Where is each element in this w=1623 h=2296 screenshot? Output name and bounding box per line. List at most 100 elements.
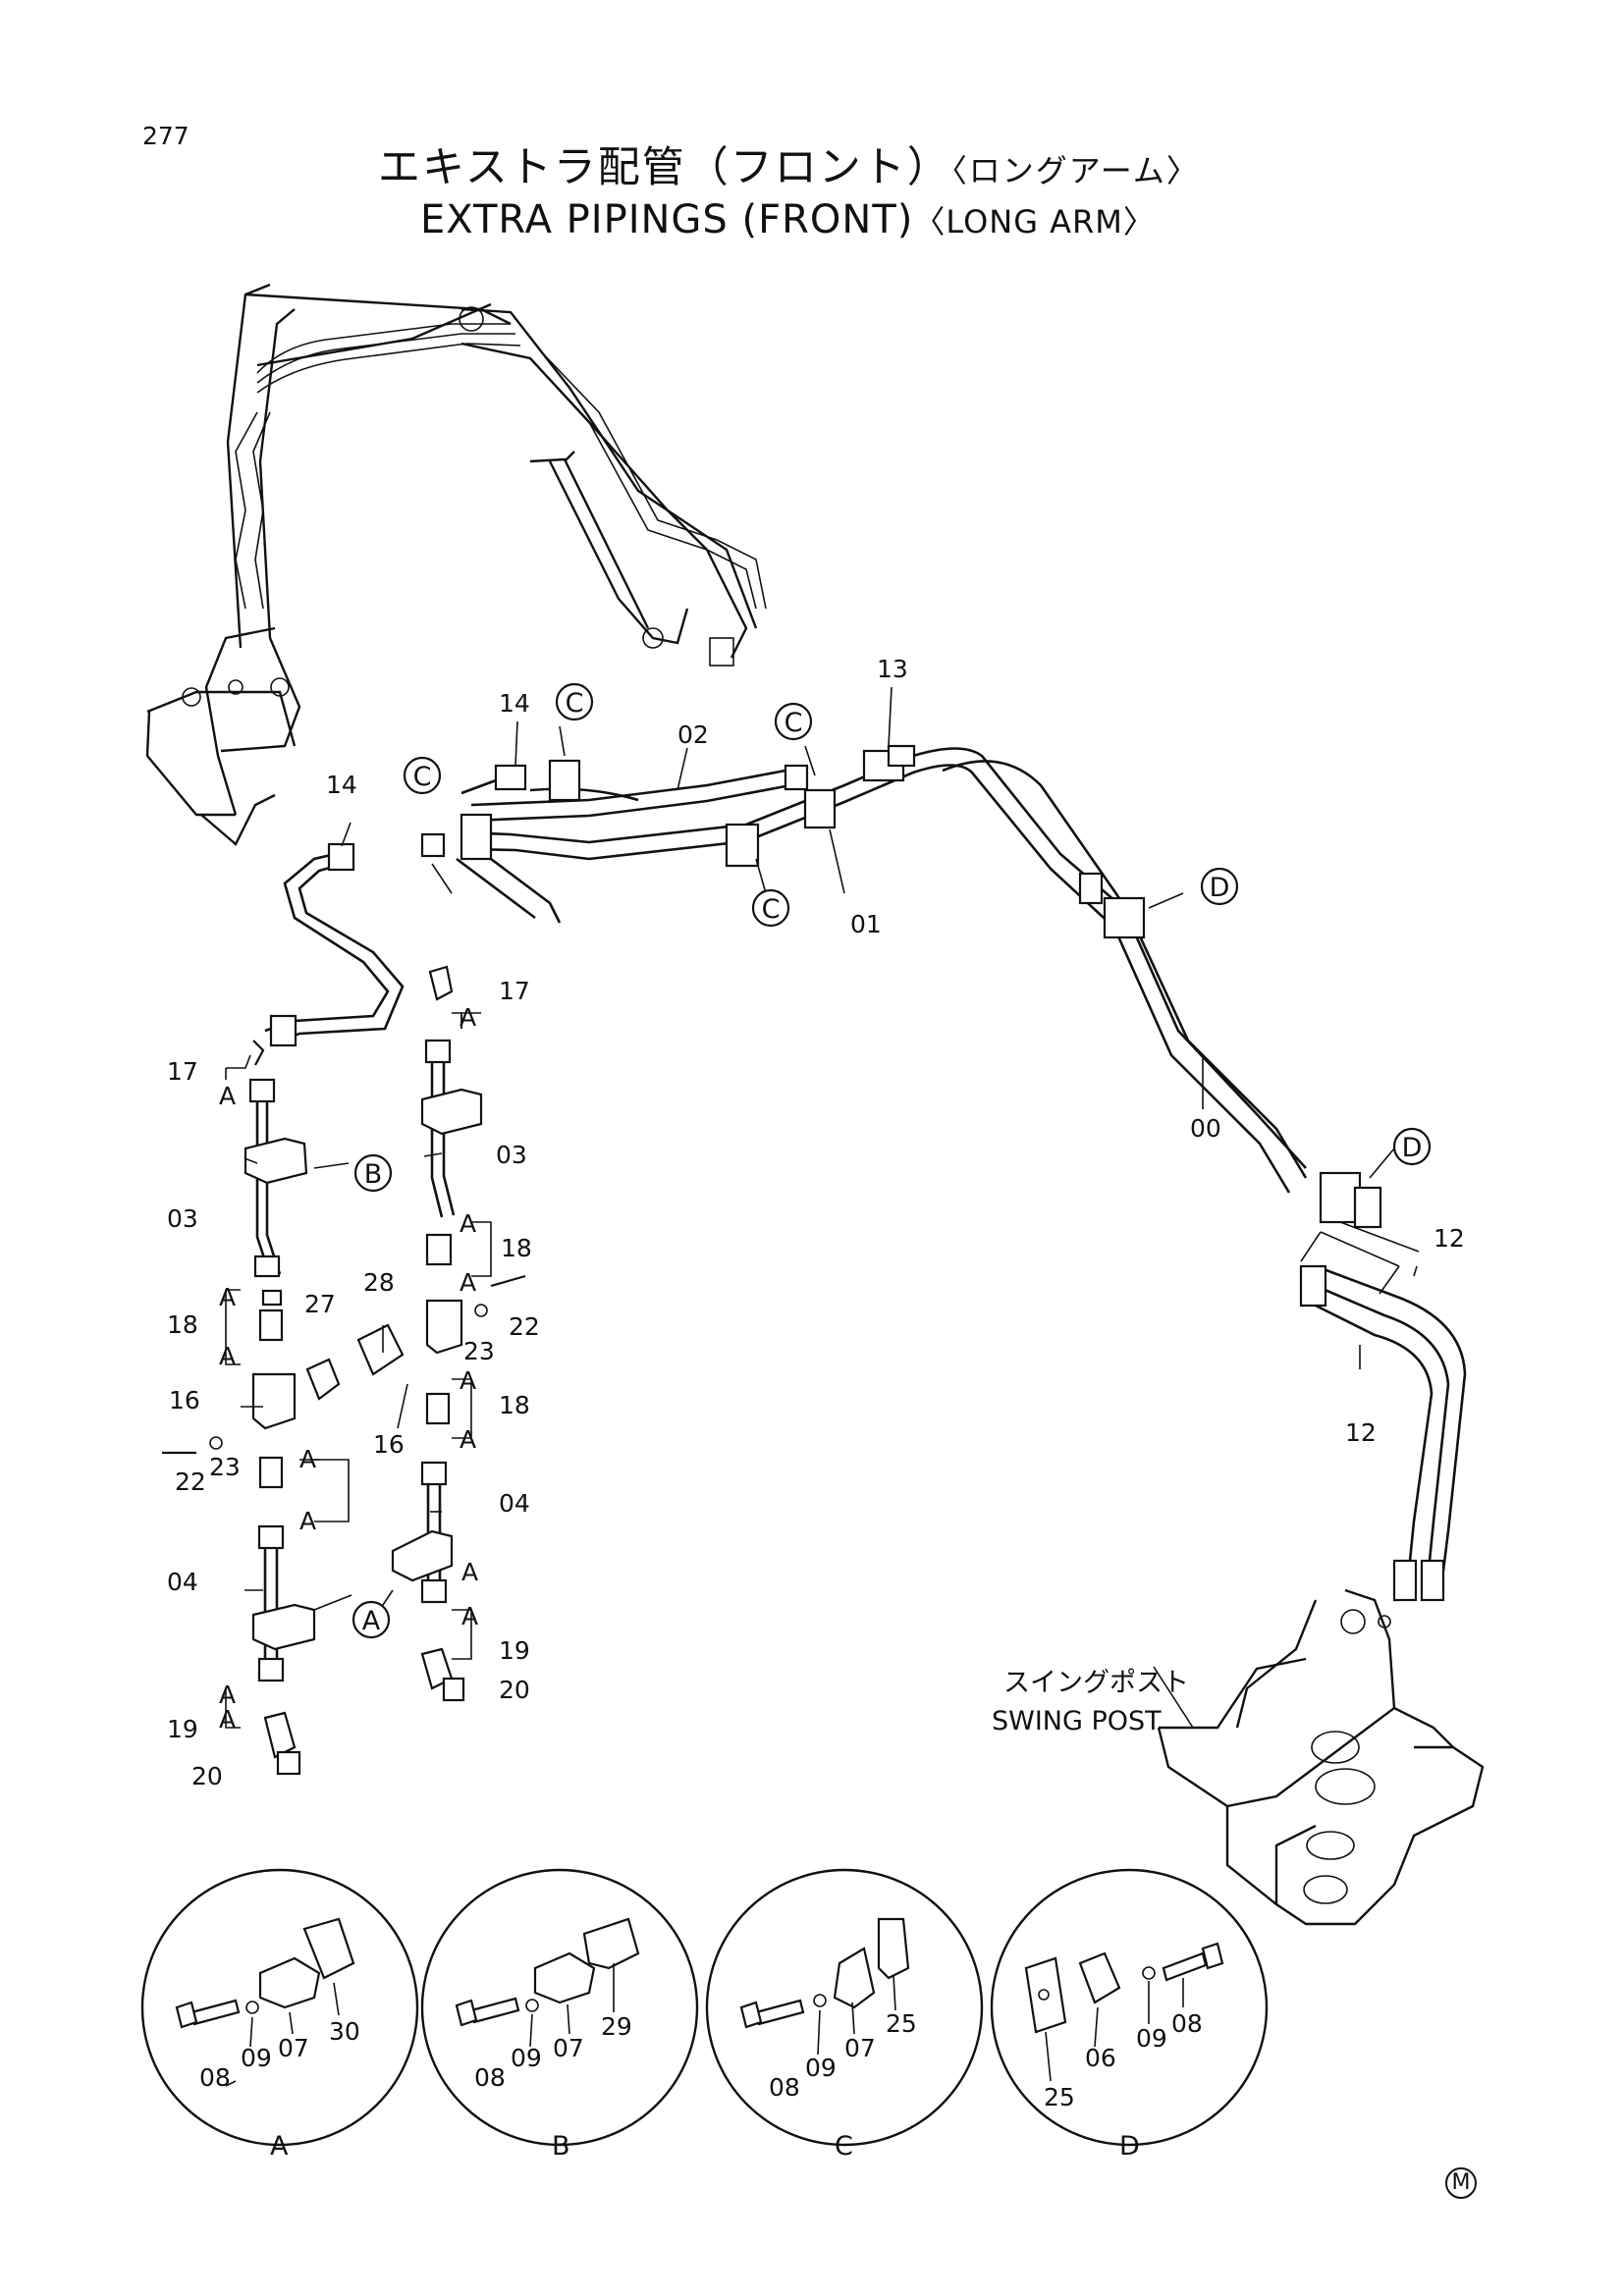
part-label: 22	[175, 1468, 206, 1496]
detail-a-letter: A	[270, 2131, 289, 2162]
part-label: 27	[304, 1290, 336, 1318]
detail-d-part: 25	[1044, 2083, 1075, 2111]
a-tag: A	[219, 1283, 236, 1311]
part-label: 17	[167, 1057, 198, 1086]
a-tag: A	[219, 1681, 236, 1709]
part-label: 02	[677, 721, 709, 749]
part-label: 14	[326, 771, 357, 799]
part-label: 13	[877, 655, 908, 683]
excavator-front-illustration	[145, 283, 767, 846]
detail-d-part: 09	[1136, 2024, 1167, 2053]
detail-d-letter: D	[1119, 2131, 1140, 2162]
title-en-sub: 〈LONG ARM〉	[913, 203, 1156, 240]
detail-a-part: 30	[329, 2017, 360, 2046]
part-label: 03	[496, 1141, 527, 1169]
detail-b-part: 29	[601, 2012, 632, 2041]
part-label: 04	[499, 1489, 530, 1518]
callout-a-1: A	[352, 1600, 391, 1639]
detail-d-part: 06	[1085, 2044, 1116, 2072]
detail-a-part: 07	[278, 2034, 309, 2062]
a-tag: A	[219, 1342, 236, 1370]
detail-b-part: 07	[553, 2034, 584, 2062]
part-label: 12	[1345, 1418, 1377, 1447]
swing-post-label-en: SWING POST	[992, 1706, 1162, 1736]
a-tag: A	[460, 1003, 476, 1032]
detail-circle-c: 08 09 07 25 C	[705, 1868, 984, 2162]
detail-c-part: 08	[769, 2073, 800, 2102]
detail-a-part: 08	[199, 2063, 231, 2092]
title-jp-main: エキストラ配管（フロント）	[378, 143, 951, 192]
a-tag: A	[460, 1425, 476, 1454]
detail-circle-b: 08 09 07 29 B	[420, 1868, 699, 2162]
part-label: 03	[167, 1204, 198, 1233]
detail-d-part: 08	[1171, 2009, 1203, 2038]
part-label: 18	[499, 1391, 530, 1419]
left-pipe-stack	[162, 1040, 341, 1776]
a-tag: A	[299, 1445, 316, 1473]
page-title-english: EXTRA PIPINGS (FRONT)〈LONG ARM〉	[420, 200, 1156, 240]
part-label: 22	[509, 1312, 540, 1341]
part-label: 18	[167, 1310, 198, 1339]
title-jp-sub: 〈ロングアーム〉	[950, 152, 1200, 189]
part-label: 23	[209, 1453, 241, 1481]
svg-text:C: C	[566, 688, 584, 719]
a-tag: A	[219, 1082, 236, 1110]
detail-a-part: 09	[241, 2044, 272, 2072]
detail-c-part: 09	[805, 2054, 837, 2082]
detail-circle-a: 08 09 07 30 A	[140, 1868, 419, 2162]
svg-text:B: B	[364, 1159, 383, 1190]
part-label: 20	[191, 1762, 223, 1790]
a-brackets	[225, 1012, 492, 1729]
a-tag: A	[460, 1209, 476, 1238]
leader-lines	[225, 686, 1418, 1729]
svg-text:D: D	[1402, 1133, 1423, 1163]
callout-b: B	[353, 1153, 393, 1193]
part-label: 17	[499, 977, 530, 1005]
part-label: 19	[167, 1715, 198, 1743]
svg-text:C: C	[784, 708, 803, 738]
detail-c-part: 25	[886, 2009, 917, 2038]
a-tag: A	[299, 1507, 316, 1535]
detail-b-letter: B	[552, 2131, 570, 2162]
callout-c-1: C	[555, 682, 594, 721]
hose-14-upper	[420, 744, 1382, 1229]
part-label: 19	[499, 1636, 530, 1665]
part-label: 16	[373, 1430, 405, 1459]
part-label: 28	[363, 1268, 395, 1297]
pipe-assembly-00-01-02	[456, 747, 1308, 1194]
hose-14-left	[264, 842, 405, 1047]
title-en-main: EXTRA PIPINGS (FRONT)	[420, 197, 914, 242]
a-tag: A	[460, 1268, 476, 1297]
detail-b-part: 08	[474, 2063, 506, 2092]
part-labels: 14 02 13 14 01 17 17 03 03 00 18 22 28 2…	[167, 655, 1465, 1790]
callout-d-2: D	[1392, 1127, 1432, 1166]
callout-c-4: C	[751, 888, 790, 928]
a-tag: A	[460, 1366, 476, 1395]
hose-12	[1299, 1221, 1467, 1602]
detail-c-letter: C	[835, 2131, 853, 2162]
right-pipe-stack	[356, 965, 526, 1702]
a-tag: A	[461, 1602, 478, 1630]
detail-c-part: 07	[844, 2034, 876, 2062]
detail-circle-d: 25 06 09 08 D	[990, 1868, 1269, 2162]
a-tag: A	[219, 1705, 236, 1734]
part-label: 04	[167, 1568, 198, 1596]
seal-a-tags: A A A A A A A A A A A A A A	[219, 1003, 478, 1734]
part-label: 01	[850, 910, 882, 938]
part-label: 16	[169, 1386, 200, 1415]
svg-text:D: D	[1210, 873, 1230, 903]
a-tag: A	[461, 1558, 478, 1586]
catalog-mark-icon: M	[1445, 2167, 1477, 2199]
svg-text:C: C	[413, 762, 432, 792]
callout-d-1: D	[1200, 867, 1239, 906]
page-number: 277	[142, 122, 189, 150]
callout-c-2: C	[403, 756, 442, 795]
callouts: C C C C D D B A	[352, 682, 1432, 1639]
swing-post-illustration	[1157, 1588, 1485, 1926]
part-label: 18	[501, 1234, 532, 1262]
page-title-japanese: エキストラ配管（フロント）〈ロングアーム〉	[378, 147, 1200, 189]
part-label: 00	[1190, 1114, 1221, 1143]
detail-b-part: 09	[511, 2044, 542, 2072]
